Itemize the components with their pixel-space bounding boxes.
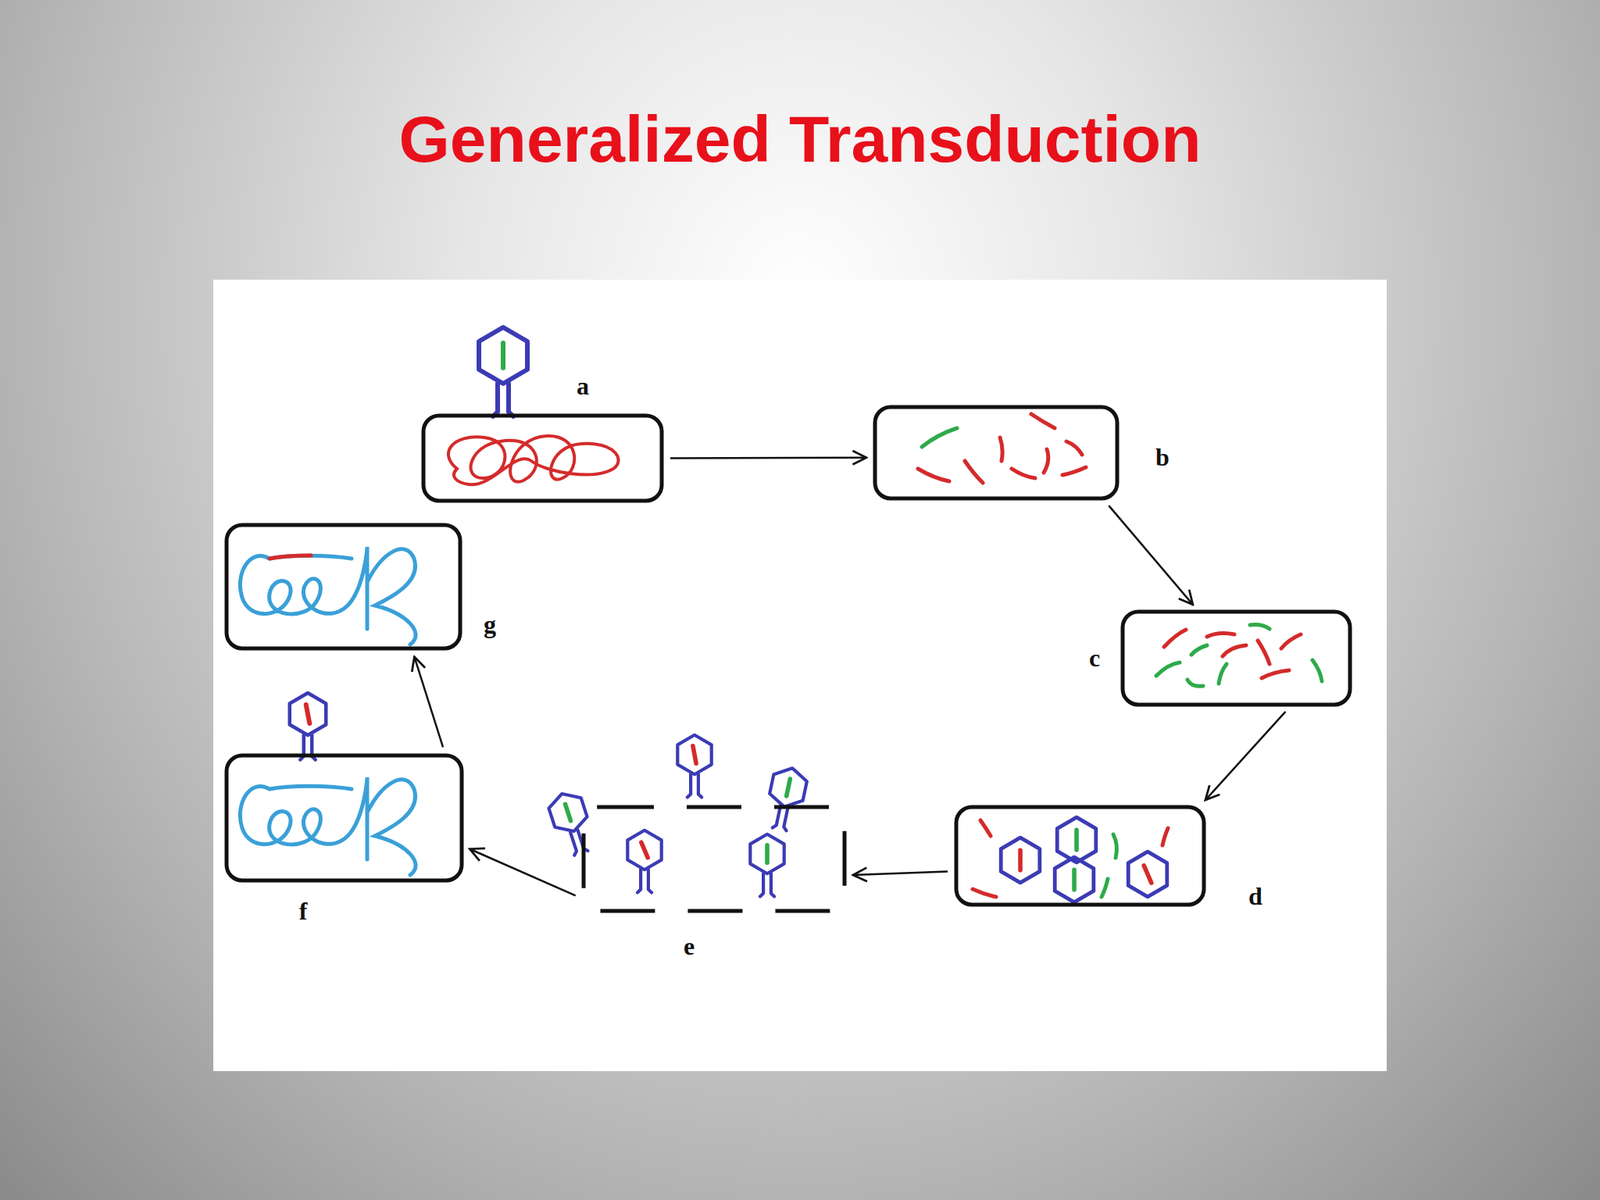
bacterial-cell: a	[421, 413, 665, 504]
transducing-phage	[289, 692, 327, 761]
dna-fragments	[1156, 625, 1322, 687]
bacterial-cell: c	[1120, 609, 1353, 708]
cell-wall	[956, 807, 1204, 905]
cell-outline	[1120, 609, 1353, 708]
cell-outline	[421, 413, 665, 504]
bacterial-cell: d	[953, 804, 1207, 908]
recombinant-chromosome	[239, 546, 416, 645]
recipient-chromosome	[239, 777, 416, 875]
phage-heads	[1000, 817, 1168, 903]
process-arrow	[469, 849, 575, 897]
process-arrow	[670, 456, 867, 459]
cell-outline	[224, 522, 463, 651]
cell-outline	[872, 404, 1120, 501]
cell-wall	[1122, 611, 1350, 705]
white-panel	[213, 279, 1387, 1072]
cell-wall	[423, 415, 662, 501]
bacterial-cell: f	[224, 753, 465, 883]
cell-outline	[224, 753, 465, 883]
bacterial-cell: b	[872, 404, 1120, 501]
phage-attaching	[478, 327, 528, 417]
cell-wall	[875, 407, 1118, 499]
cell-wall	[226, 755, 462, 881]
panel-letter: f	[299, 898, 308, 924]
bacterial-cell: e	[581, 804, 847, 914]
process-arrow	[1205, 711, 1286, 800]
panel-letter: g	[483, 611, 497, 637]
panel-letter: d	[1248, 883, 1263, 909]
process-arrow	[1108, 505, 1193, 605]
dna-fragments	[972, 820, 1168, 897]
slide-title: Generalized Transduction	[0, 100, 1600, 179]
panel-letter: b	[1155, 444, 1170, 470]
panel-letter: a	[576, 373, 590, 399]
panel-letter: e	[683, 933, 695, 959]
cell-wall	[583, 807, 845, 911]
cell-wall	[226, 525, 461, 649]
bacterial-chromosome	[448, 435, 619, 485]
cell-outline	[953, 804, 1207, 908]
dna-fragments	[917, 414, 1086, 483]
process-arrow	[853, 871, 948, 875]
panel-letter: c	[1089, 645, 1100, 671]
process-arrow	[414, 657, 443, 748]
bacterial-cell: g	[224, 522, 463, 651]
cell-outline	[581, 804, 847, 914]
